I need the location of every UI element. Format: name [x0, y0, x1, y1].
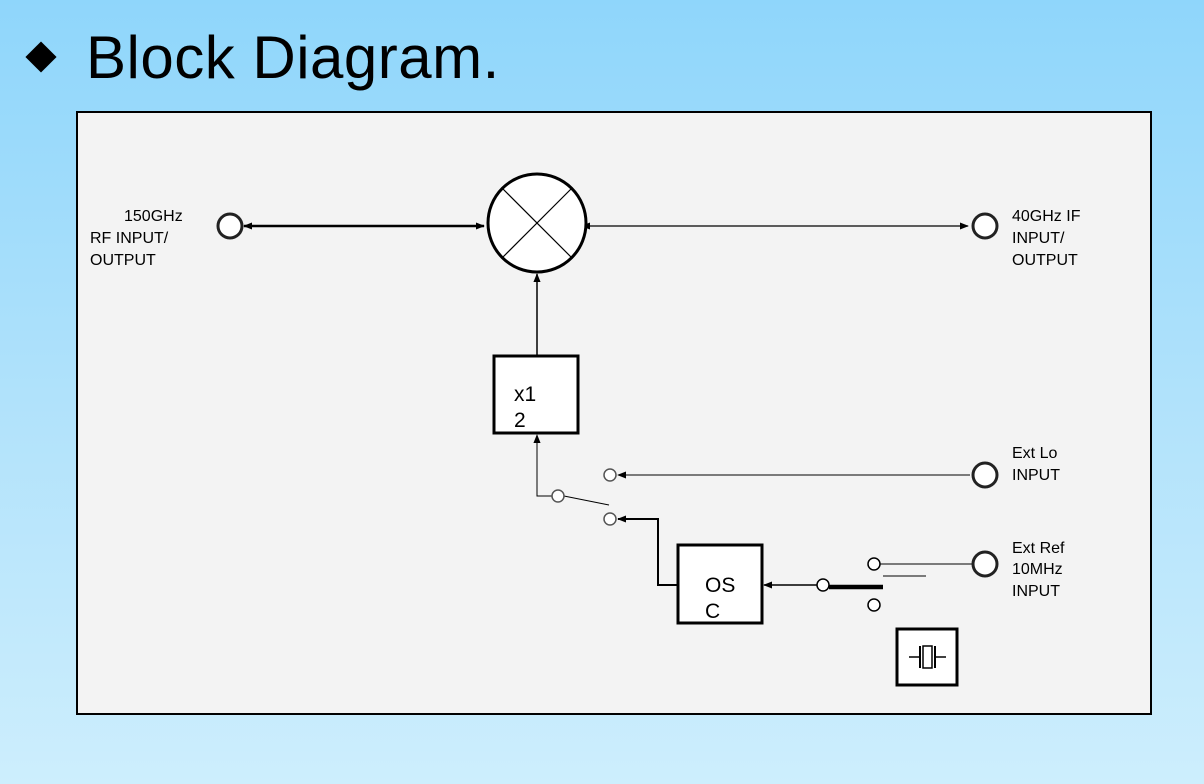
if-port-connector-icon	[971, 212, 999, 240]
osc-label-line-1: OS	[705, 574, 735, 597]
lo-switch-ext-contact	[603, 468, 617, 482]
ext-lo-label-line-2: INPUT	[1012, 467, 1060, 484]
rf-port-label-line-1: 150GHz	[124, 208, 183, 225]
diamond-bullet-icon	[25, 41, 57, 73]
ext-ref-port-connector-icon	[971, 550, 999, 578]
osc-block	[676, 543, 764, 625]
rf-port-connector-icon	[216, 212, 244, 240]
switch-to-multiplier-line	[533, 434, 552, 497]
ref-switch-common-contact	[816, 578, 830, 592]
multiplier-label-line-2: 2	[514, 409, 526, 432]
lo-switch-osc-contact	[603, 512, 617, 526]
lo-selector-switch-arm	[563, 495, 610, 506]
multiplier-block	[492, 354, 580, 435]
ext-ref-label-line-2: 10MHz	[1012, 561, 1063, 578]
multiplier-label-line-1: x1	[514, 383, 536, 406]
if-port-label-line-1: 40GHz IF	[1012, 208, 1081, 225]
if-port-label-line-2: INPUT/	[1012, 230, 1065, 247]
diagram-panel: x1 2 OS C	[76, 111, 1152, 715]
if-port-label-line-3: OUTPUT	[1012, 252, 1078, 269]
ext-lo-port-connector-icon	[971, 461, 999, 489]
mixer-cross-circle-icon	[486, 172, 588, 274]
crystal-oscillator-icon	[895, 627, 959, 687]
ext-ref-label-line-1: Ext Ref	[1012, 540, 1065, 557]
page-title: Block Diagram.	[86, 23, 500, 91]
ext-ref-label-line-3: INPUT	[1012, 583, 1060, 600]
slide-title: Block Diagram.	[22, 22, 500, 92]
osc-to-switch-line	[617, 515, 677, 586]
block-diagram: x1 2 OS C	[90, 172, 1081, 687]
rf-port-label-line-2: RF INPUT/	[90, 230, 169, 247]
ref-switch-crystal-contact	[867, 598, 881, 612]
rf-port-label-line-3: OUTPUT	[90, 252, 156, 269]
osc-label-line-2: C	[705, 600, 720, 623]
ref-switch-ext-contact	[867, 557, 881, 571]
lo-switch-common-contact	[551, 489, 565, 503]
ext-lo-label-line-1: Ext Lo	[1012, 445, 1057, 462]
